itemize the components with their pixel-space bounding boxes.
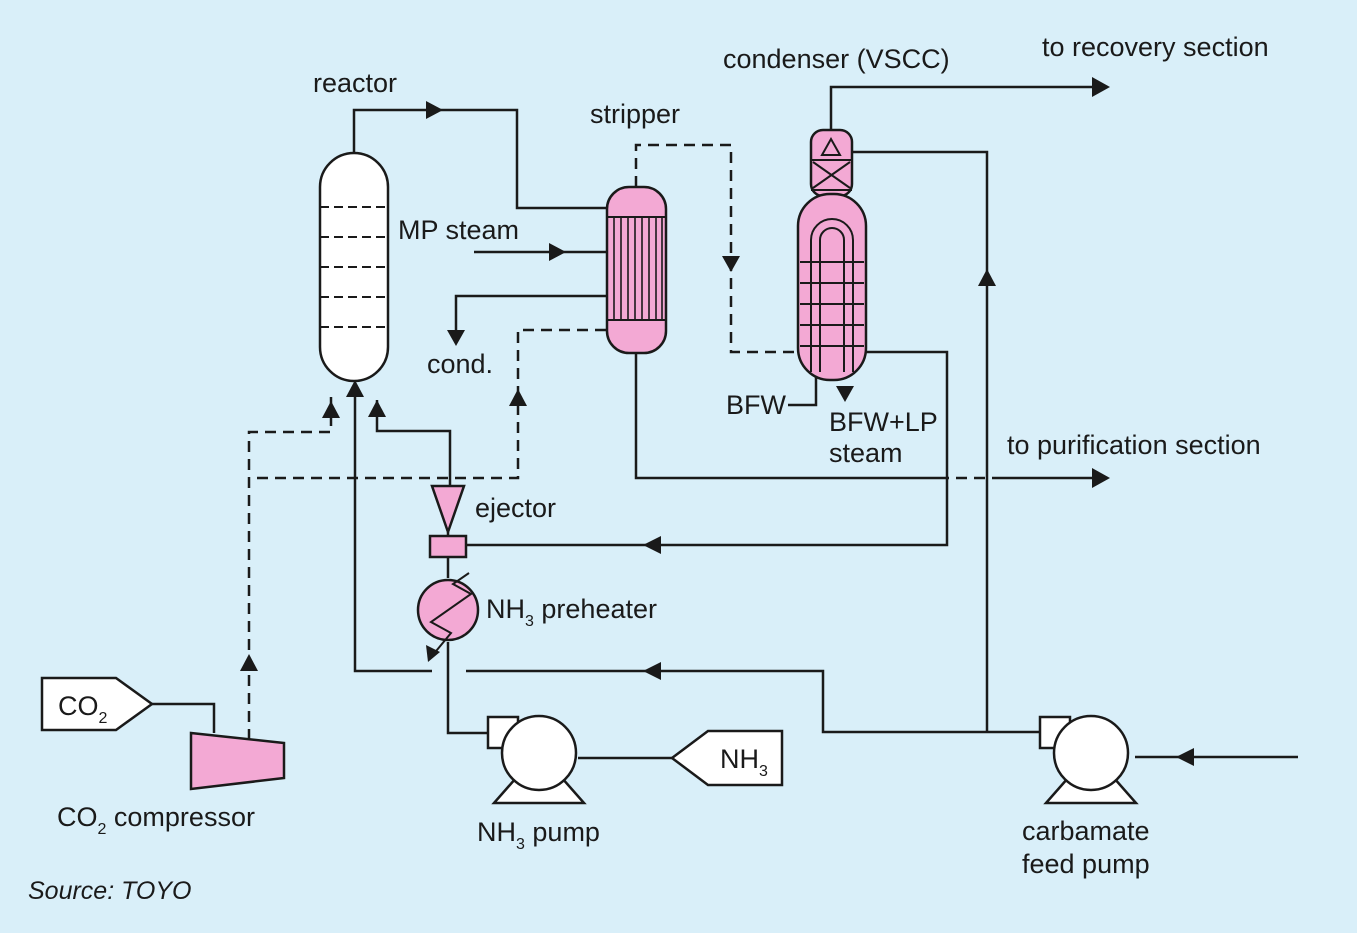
- condenser-label: condenser (VSCC): [723, 44, 950, 74]
- flow-arrows: [240, 77, 1194, 766]
- arrow-condenser-liquid: [643, 536, 661, 554]
- arrow-stripper-vapour: [722, 256, 740, 272]
- arrow-carbamate-feed: [1176, 748, 1194, 766]
- co2-compressor-pre: CO: [57, 802, 98, 832]
- arrow-reactor-outlet: [426, 101, 443, 119]
- svg-text:NH3: NH3: [720, 744, 768, 780]
- carbamate-feed-pump: [1038, 714, 1139, 805]
- condensate-line: [454, 294, 607, 334]
- condenser-liquid-line: [466, 350, 949, 547]
- co2-compressor-sub: 2: [98, 821, 107, 838]
- nh3-pump-label: NH3 pump: [477, 817, 600, 853]
- reactor-label: reactor: [313, 68, 397, 98]
- co2-compressor-label: CO2 compressor: [57, 802, 255, 838]
- nh3-preheater-sub: 3: [525, 613, 534, 630]
- ejector-label: ejector: [475, 493, 556, 523]
- nh3-preheater: [416, 572, 480, 662]
- ejector: [428, 484, 468, 559]
- svg-text:CO2: CO2: [58, 691, 108, 727]
- bfw-lp-label-line2: steam: [829, 438, 903, 468]
- arrow-co2-reactor: [322, 401, 340, 418]
- bfw-label: BFW: [726, 390, 787, 420]
- condenser-vscc: [796, 128, 868, 382]
- co2-compressor: [189, 731, 286, 791]
- carbamate-label-line2: feed pump: [1022, 849, 1150, 879]
- nh3-pump-sub: 3: [516, 836, 525, 853]
- to-recovery-label: to recovery section: [1042, 32, 1269, 62]
- co2-feed-line: [152, 702, 216, 733]
- to-purification-label: to purification section: [1007, 430, 1261, 460]
- nh3-pump-pre: NH: [477, 817, 516, 847]
- co2-tag-sub-text: 2: [99, 710, 108, 727]
- co2-compressor-riser: [247, 390, 333, 740]
- nh3-tag-main-text: NH: [720, 744, 759, 774]
- nh3-preheater-pre: NH: [486, 594, 525, 624]
- carbamate-label-line1: carbamate: [1022, 816, 1150, 846]
- nh3-pump: [486, 714, 587, 805]
- arrow-carbamate-up: [978, 269, 996, 286]
- arrow-recovery: [1092, 77, 1110, 97]
- arrow-purification: [1092, 468, 1110, 488]
- co2-feed-tag: CO2: [40, 676, 155, 732]
- mp-steam-label: MP steam: [398, 215, 519, 245]
- nh3-pump-to-preheater-line: [446, 642, 488, 735]
- recovery-line: [829, 85, 1100, 132]
- bfw-lp-label-line1: BFW+LP: [829, 407, 938, 437]
- bfw-line: [788, 372, 818, 407]
- nh3-tag-sub-text: 3: [759, 763, 768, 780]
- stripper-label: stripper: [590, 99, 680, 129]
- arrow-co2-stripper: [509, 389, 527, 406]
- arrow-carbamate-manifold: [643, 662, 661, 680]
- nh3-preheater-post: preheater: [534, 594, 657, 624]
- co2-compressor-post: compressor: [106, 802, 255, 832]
- carbamate-to-condenser-line: [852, 150, 989, 732]
- arrow-bfw-lp-out: [836, 386, 854, 402]
- arrow-ejector-reactor: [368, 400, 386, 417]
- stripper-bottoms-line: [634, 352, 938, 480]
- stripper-vessel: [605, 185, 668, 355]
- reactor-vessel: [318, 151, 390, 383]
- nh3-pump-post: pump: [525, 817, 600, 847]
- stripper-vapour-line: [634, 143, 798, 354]
- reactor-outlet-line: [352, 108, 607, 210]
- recycle-to-reactor-line: [353, 386, 432, 673]
- arrow-co2-compressor: [240, 654, 258, 671]
- arrow-condensate: [447, 330, 465, 346]
- nh3-preheater-label: NH3 preheater: [486, 594, 657, 630]
- co2-tag-main-text: CO: [58, 691, 99, 721]
- nh3-feed-tag: NH3: [669, 729, 784, 787]
- arrow-mp-steam: [549, 243, 566, 261]
- source-credit: Source: TOYO: [28, 877, 192, 905]
- cond-label: cond.: [427, 349, 493, 379]
- arrow-recycle-reactor: [346, 380, 364, 397]
